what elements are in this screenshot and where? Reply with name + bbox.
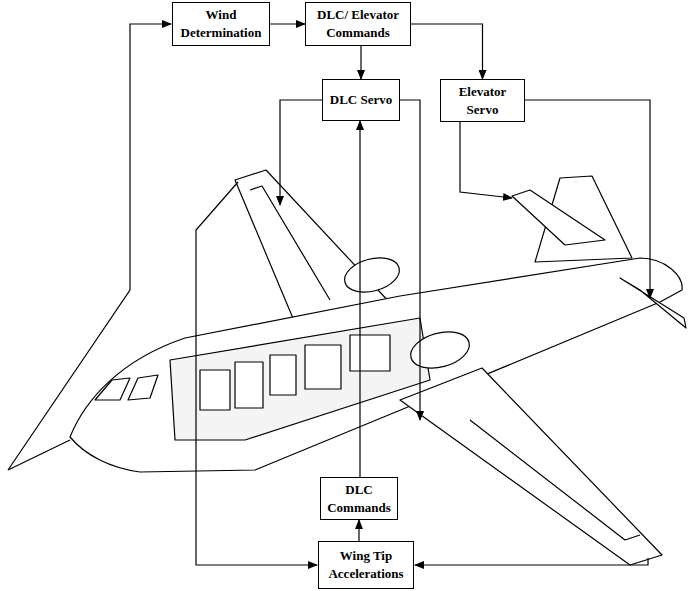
box-label: Elevator Servo [445,83,520,118]
process-box: DLC Servo [322,79,400,121]
right-aileron-line [470,420,640,540]
signal-line [460,121,512,198]
signal-connector [359,121,360,477]
signal-connector [360,46,361,79]
process-box: DLC Commands [320,477,398,520]
signal-line [8,24,171,470]
equipment-rack [200,370,230,410]
equipment-rack [350,335,390,371]
signal-connector [270,23,305,24]
signal-connector [358,520,359,541]
cutaway-cabin [170,318,430,440]
cockpit-window [95,378,130,400]
signal-line [280,100,322,205]
cockpit-window [128,375,158,400]
signal-line [196,182,317,565]
equipment-rack [270,355,296,395]
process-box: Wind Determination [172,2,270,46]
signal-connector [411,24,483,79]
signal-line [400,100,420,420]
equipment-rack [305,345,341,389]
left-stabilizer [512,190,605,245]
nose-probe [8,440,70,470]
right-wing [400,368,662,565]
process-box: Wing Tip Accelerations [318,541,414,589]
box-label: DLC Servo [330,91,392,109]
equipment-rack [235,362,263,408]
box-label: DLC/ Elevator Commands [310,6,406,41]
process-box: Elevator Servo [440,79,525,122]
box-label: Wind Determination [177,6,265,41]
signal-line [415,558,648,565]
signal-line [525,100,650,298]
right-engine [407,326,474,374]
box-label: DLC Commands [325,481,393,516]
left-aileron-line [250,186,330,300]
right-stabilizer [620,278,686,328]
left-engine [341,252,403,297]
box-label: Wing Tip Accelerations [323,547,409,582]
process-box: DLC/ Elevator Commands [305,2,411,46]
